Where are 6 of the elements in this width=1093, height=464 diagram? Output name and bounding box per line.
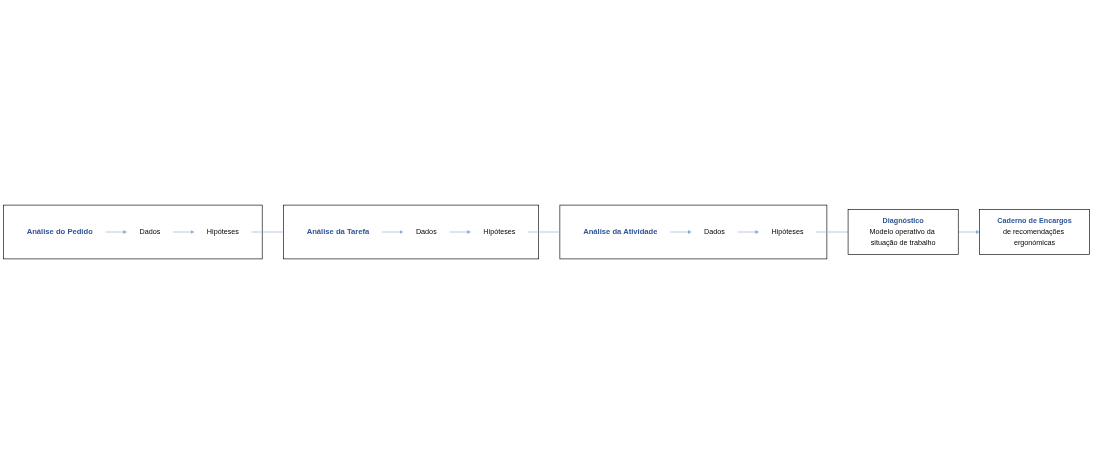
cluster [3,204,263,260]
cluster [559,204,828,260]
connector [815,231,849,233]
connector [527,231,561,233]
connector [251,231,284,233]
cluster [283,204,539,260]
